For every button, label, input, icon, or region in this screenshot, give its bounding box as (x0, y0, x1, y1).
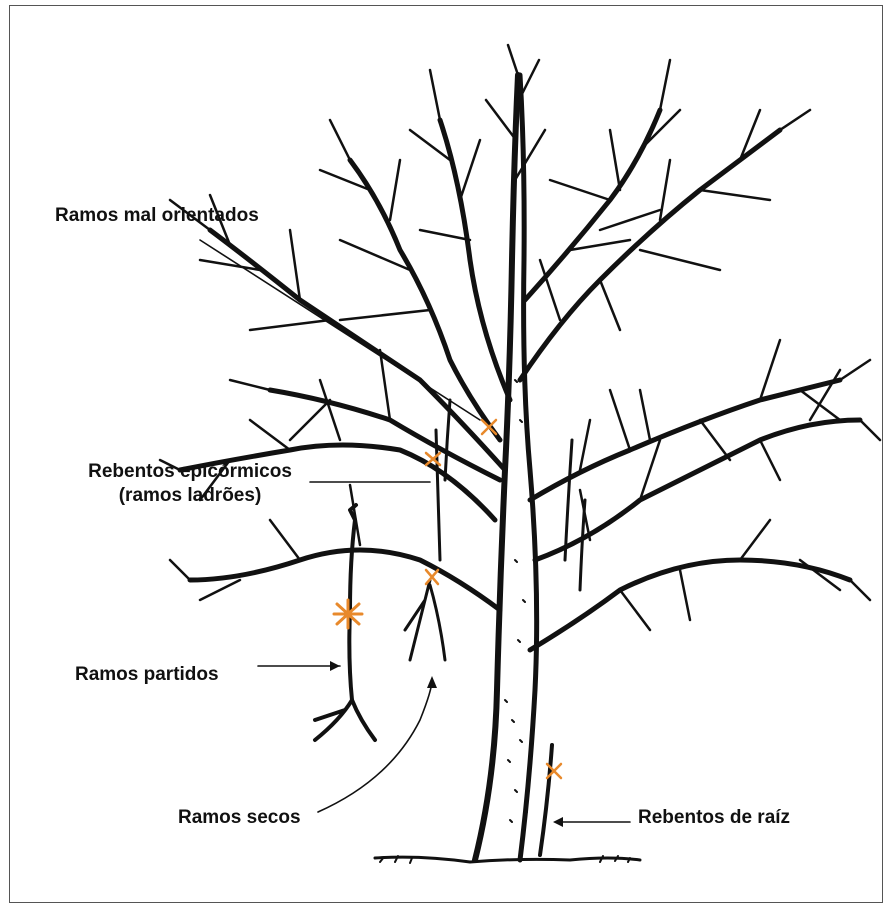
main-branches (180, 110, 860, 650)
epicormic-shoots (436, 400, 585, 590)
dead-branch-drawing (405, 580, 445, 660)
root-sucker (540, 745, 552, 855)
label-epicormic-line1: Rebentos epicórmicos (60, 460, 320, 484)
leader-dead (318, 680, 432, 812)
label-root-suckers: Rebentos de raíz (638, 806, 790, 830)
label-dead-branches: Ramos secos (178, 806, 301, 830)
label-broken-branches: Ramos partidos (75, 663, 219, 687)
cut-mark-icon (334, 600, 362, 628)
label-misdirected-branches: Ramos mal orientados (55, 204, 259, 228)
broken-branch-drawing (315, 505, 375, 740)
secondary-branches (160, 45, 880, 630)
label-epicormic-shoots: Rebentos epicórmicos (ramos ladrões) (60, 460, 320, 508)
label-epicormic-line2: (ramos ladrões) (60, 484, 320, 508)
cut-mark-icon (426, 570, 438, 584)
